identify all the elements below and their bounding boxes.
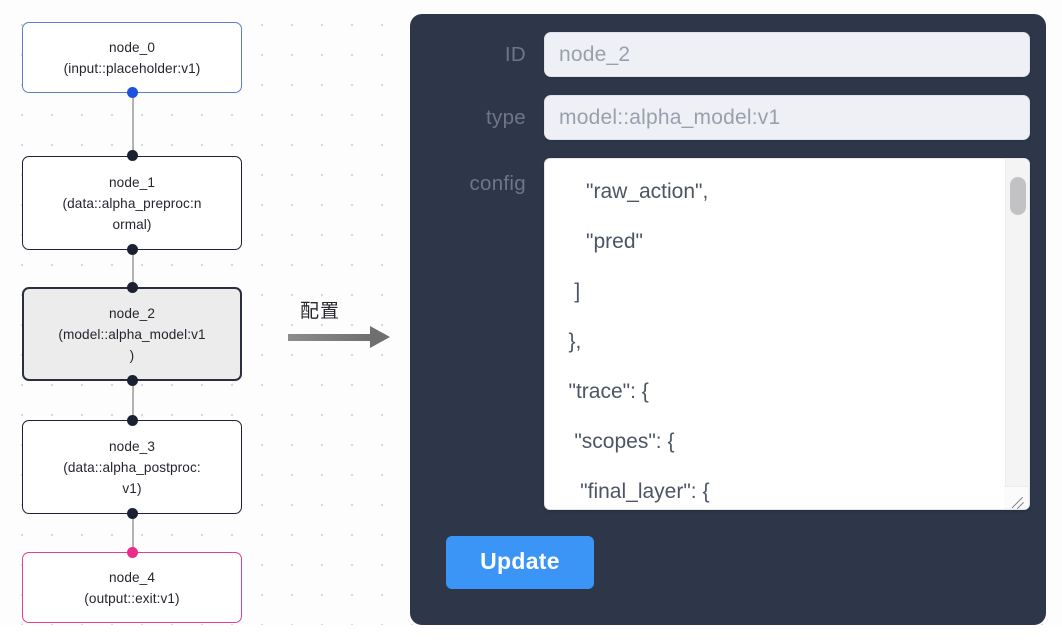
transition-label: 配置 — [300, 300, 341, 322]
node-title: node_2 — [109, 305, 155, 321]
port-node1-output[interactable] — [127, 244, 138, 255]
node-subtitle: (input::placeholder:v1) — [63, 60, 201, 76]
port-node4-input[interactable] — [127, 547, 138, 558]
node-title: node_4 — [109, 569, 155, 585]
id-label: ID — [504, 42, 526, 66]
panel-actions: Update — [426, 536, 1030, 589]
edge-node1-node2 — [131, 249, 134, 289]
port-node2-output[interactable] — [127, 375, 138, 386]
node-subtitle: (data::alpha_preproc:n ormal) — [62, 195, 202, 232]
field-row-config: config "raw_action", "pred" ] }, "trace"… — [426, 158, 1030, 510]
node-config-panel: ID node_2 type model::alpha_model:v1 con… — [410, 14, 1046, 625]
arrow-right-icon — [288, 334, 372, 341]
graph-node-node_4[interactable]: node_4 (output::exit:v1) — [22, 552, 242, 623]
config-textarea[interactable]: "raw_action", "pred" ] }, "trace": { "sc… — [568, 180, 710, 503]
port-node0-output[interactable] — [127, 87, 138, 98]
node-subtitle: (data::alpha_postproc: v1) — [63, 459, 201, 496]
update-button[interactable]: Update — [446, 536, 594, 589]
node-title: node_3 — [109, 438, 155, 454]
canvas-bottom-strip — [0, 625, 1062, 643]
field-row-type: type model::alpha_model:v1 — [426, 95, 1030, 140]
graph-node-node_3[interactable]: node_3 (data::alpha_postproc: v1) — [22, 420, 242, 514]
port-node2-input[interactable] — [127, 282, 138, 293]
field-row-id: ID node_2 — [426, 32, 1030, 77]
resize-handle-icon[interactable] — [1004, 486, 1028, 508]
port-node3-input[interactable] — [127, 415, 138, 426]
type-input[interactable]: model::alpha_model:v1 — [544, 95, 1030, 140]
graph-node-node_2[interactable]: node_2 (model::alpha_model:v1 ) — [22, 287, 242, 381]
transition-annotation: 配置 — [288, 296, 398, 358]
node-subtitle: (output::exit:v1) — [84, 590, 180, 606]
config-scrollbar-thumb[interactable] — [1010, 177, 1026, 215]
config-scrollbar[interactable] — [1005, 159, 1029, 509]
port-node3-output[interactable] — [127, 508, 138, 519]
node-title: node_0 — [109, 39, 155, 55]
type-label: type — [486, 105, 526, 129]
config-label: config — [469, 172, 526, 195]
config-textarea-wrapper[interactable]: "raw_action", "pred" ] }, "trace": { "sc… — [544, 158, 1030, 510]
edge-node2-node3 — [131, 380, 134, 421]
graph-node-node_1[interactable]: node_1 (data::alpha_preproc:n ormal) — [22, 156, 242, 250]
node-title: node_1 — [109, 174, 155, 190]
graph-node-node_0[interactable]: node_0 (input::placeholder:v1) — [22, 22, 242, 93]
node-subtitle: (model::alpha_model:v1 ) — [58, 326, 206, 363]
arrow-head-icon — [370, 326, 390, 348]
id-input[interactable]: node_2 — [544, 32, 1030, 77]
edge-node3-node4 — [131, 513, 134, 554]
port-node1-input[interactable] — [127, 150, 138, 161]
edge-node0-node1 — [131, 92, 134, 158]
